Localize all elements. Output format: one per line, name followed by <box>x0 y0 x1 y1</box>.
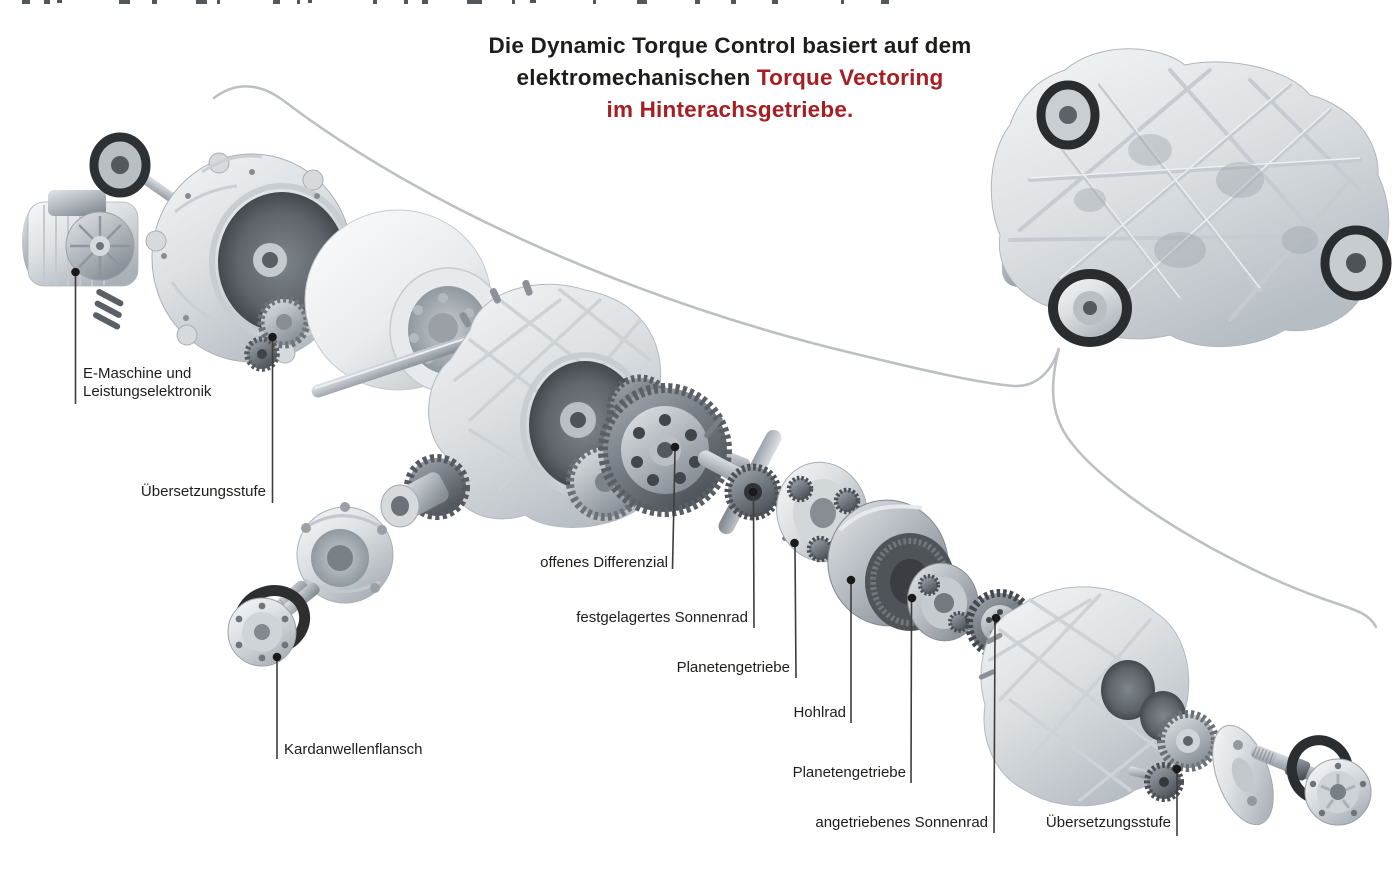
assembled-rib-highlights <box>1029 82 1361 299</box>
assembled-gearbox-figure <box>990 48 1392 347</box>
leader-dot-planetary-front <box>790 538 799 548</box>
label-gear-stage-right: Übersetzungsstufe <box>1045 814 1171 831</box>
leader-dot-gear-stage-left <box>268 332 277 342</box>
leader-dot-gear-stage-right <box>1172 764 1182 774</box>
cropped-text-artifact <box>22 0 889 4</box>
label-fixed-sun-gear: festgelagertes Sonnenrad <box>576 609 748 626</box>
e-machine-part <box>22 190 139 330</box>
assembled-flange-right <box>1320 225 1392 301</box>
label-cardan-flange: Kardanwellenflansch <box>284 741 423 758</box>
leader-line-open-differential <box>671 450 676 570</box>
leader-dot-planetary-rear <box>907 593 917 603</box>
leader-lines <box>74 276 1178 836</box>
leader-dots <box>71 267 1182 774</box>
label-planetary-gear-front: Planetengetriebe <box>676 659 790 676</box>
right-housing-part <box>978 586 1190 807</box>
label-gear-stage-left: Übersetzungsstufe <box>140 483 266 500</box>
leader-line-planetary-rear <box>910 601 913 784</box>
assembled-rib-lattice <box>1008 68 1372 322</box>
leader-dot-cardan-flange <box>272 652 282 662</box>
title-line-3: im Hinterachsgetriebe. <box>606 97 854 122</box>
leader-dot-ring-gear <box>846 575 856 585</box>
leader-line-fixed-sun-gear <box>752 495 755 629</box>
label-ring-gear: Hohlrad <box>793 704 846 721</box>
open-differential-part <box>566 374 751 521</box>
bevel-pinion-part <box>380 454 470 528</box>
label-planetary-gear-rear: Planetengetriebe <box>792 764 906 781</box>
label-e-machine: E-Maschine und Leistungselektronik <box>83 365 211 401</box>
cardan-flange-part <box>227 582 320 667</box>
output-shaft-assembly-part <box>1212 724 1372 826</box>
swoosh-curve <box>212 85 1378 629</box>
diagram-title: Die Dynamic Torque Control basiert auf d… <box>430 30 1030 126</box>
assembled-flange-bottom-left <box>1048 269 1132 347</box>
label-e-machine-line1: E-Maschine und <box>83 365 192 382</box>
fixed-sun-gear-part <box>697 416 803 541</box>
title-line-1: Die Dynamic Torque Control basiert auf d… <box>488 33 972 58</box>
label-open-differential: offenes Differenzial <box>540 554 668 571</box>
label-e-machine-line2: Leistungselektronik <box>83 383 212 400</box>
leader-dot-open-differential <box>670 442 680 452</box>
gear-stage-right-part <box>1127 710 1219 802</box>
assembled-casting-pockets <box>1074 134 1318 268</box>
title-line-2-black: elektromechanischen <box>516 65 751 90</box>
leader-dot-driven-sun-gear <box>991 613 1001 623</box>
leader-line-driven-sun-gear <box>993 621 996 834</box>
title-line-2-red: Torque Vectoring <box>756 65 944 90</box>
assembled-flange-top-left <box>1036 80 1100 150</box>
title-line-2: elektromechanischen Torque Vectoring <box>430 62 1030 94</box>
leader-dot-fixed-sun-gear <box>748 487 758 497</box>
label-driven-sun-gear: angetriebenes Sonnenrad <box>815 814 988 831</box>
planetary-gear-rear-part <box>907 562 979 642</box>
leader-line-planetary-front <box>794 546 797 679</box>
connector-pins <box>92 289 124 330</box>
leader-dot-e-machine <box>71 267 80 277</box>
